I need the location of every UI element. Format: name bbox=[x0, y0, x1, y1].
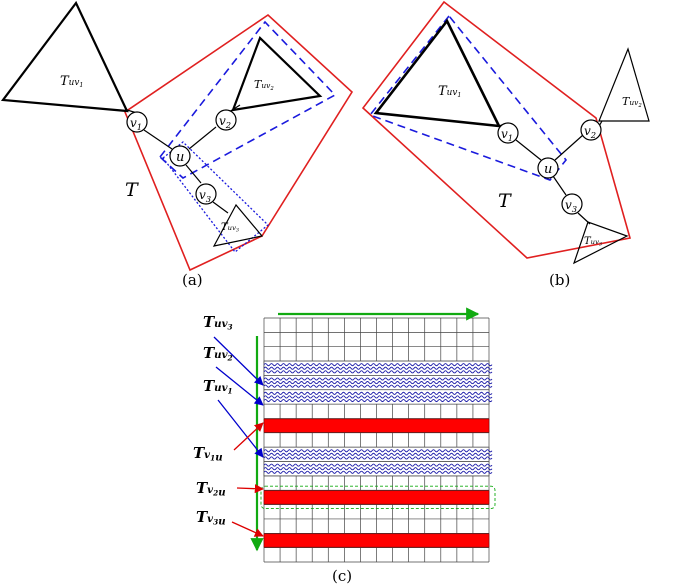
subtree-triangle-v3 bbox=[212, 203, 264, 247]
wavy-row bbox=[263, 375, 493, 391]
subtree-triangle-v2 bbox=[231, 36, 323, 112]
tree-label-t-a: T bbox=[125, 179, 139, 201]
subtree-triangle-v1-b bbox=[373, 18, 502, 128]
edge-v1-u bbox=[143, 129, 173, 150]
panel-a: v1 v2 u v3 Tuv1 Tuv2 Tuv3 T (a) bbox=[0, 0, 354, 289]
tree-label-t-b: T bbox=[498, 190, 512, 212]
subtree-triangle-v1 bbox=[0, 0, 129, 113]
row-arrow-t-u-v2 bbox=[236, 484, 264, 494]
panel-b: v1 v2 u v3 Tuv1 Tuv2 Tuv3 T (b) bbox=[361, 0, 650, 289]
row-arrow-t-v2-u bbox=[215, 366, 264, 406]
red-row bbox=[263, 418, 490, 433]
edge-v3-top bbox=[212, 201, 229, 214]
edge-u-v3 bbox=[185, 164, 202, 184]
node-v1 bbox=[126, 111, 148, 133]
node-label-v2: v2 bbox=[219, 114, 231, 130]
edge-u-v3-b bbox=[552, 175, 567, 196]
node-v2 bbox=[215, 109, 237, 131]
node-label-v1: v1 bbox=[130, 116, 142, 132]
node-v3 bbox=[195, 183, 217, 205]
subtree-label-v3-b: Tuv3 bbox=[584, 236, 602, 248]
node-label-v2-b: v2 bbox=[584, 124, 596, 140]
wavy-row bbox=[263, 360, 493, 376]
node-u bbox=[169, 145, 191, 167]
red-row bbox=[263, 490, 490, 505]
hull-t bbox=[124, 13, 354, 272]
subtree-triangle-v3-b bbox=[572, 221, 629, 265]
dashed-region-v1 bbox=[368, 14, 568, 181]
row-label-t-v1-u: Tuv1 bbox=[203, 377, 233, 396]
wavy-row bbox=[263, 446, 493, 462]
node-label-u: u bbox=[176, 150, 184, 165]
edge-v1-u-b bbox=[515, 139, 542, 161]
caption-a: (a) bbox=[182, 271, 203, 289]
wavy-row bbox=[263, 389, 493, 405]
subtree-label-v1: Tuv1 bbox=[60, 74, 83, 89]
edge-u-v2 bbox=[188, 126, 217, 150]
grid bbox=[263, 317, 490, 563]
grid-row-fills bbox=[260, 360, 496, 548]
subtree-triangle-v2-b bbox=[598, 47, 650, 122]
node-label-u-b: u bbox=[544, 162, 552, 177]
wavy-row bbox=[263, 461, 493, 477]
row-label-t-u-v1: Tv1u bbox=[193, 444, 223, 464]
row-arrow-t-v3-u bbox=[213, 336, 264, 386]
highlighted-row-box bbox=[260, 485, 496, 510]
row-label-t-u-v3: Tv3u bbox=[196, 508, 226, 528]
node-v1-b bbox=[497, 122, 519, 144]
edge-v3-top-b bbox=[577, 212, 591, 225]
node-v2-b bbox=[580, 119, 602, 141]
node-label-v3: v3 bbox=[199, 188, 211, 204]
red-row bbox=[263, 533, 490, 548]
subtree-label-v3: Tuv3 bbox=[221, 222, 239, 234]
caption-b: (b) bbox=[549, 271, 570, 289]
row-arrow-t-u-v1 bbox=[233, 422, 264, 451]
node-v3-b bbox=[561, 193, 583, 215]
node-u-b bbox=[537, 157, 559, 179]
node-label-v3-b: v3 bbox=[565, 198, 577, 214]
node-label-v1-b: v1 bbox=[501, 127, 513, 143]
row-arrow-t-u-v3 bbox=[231, 521, 264, 537]
caption-c: (c) bbox=[332, 567, 352, 585]
edge-u-v2-b bbox=[554, 134, 584, 161]
row-label-t-v3-u: Tuv3 bbox=[203, 313, 233, 332]
subtree-label-v2: Tuv2 bbox=[254, 78, 274, 92]
row-label-t-u-v2: Tv2u bbox=[196, 479, 226, 499]
row-arrow-t-v1-u bbox=[217, 399, 264, 458]
row-label-t-v2-u: Tuv2 bbox=[203, 344, 233, 363]
dashed-region-v2 bbox=[158, 20, 337, 179]
subtree-label-v1-b: Tuv1 bbox=[438, 84, 461, 99]
subtree-label-v2-b: Tuv2 bbox=[622, 95, 642, 109]
